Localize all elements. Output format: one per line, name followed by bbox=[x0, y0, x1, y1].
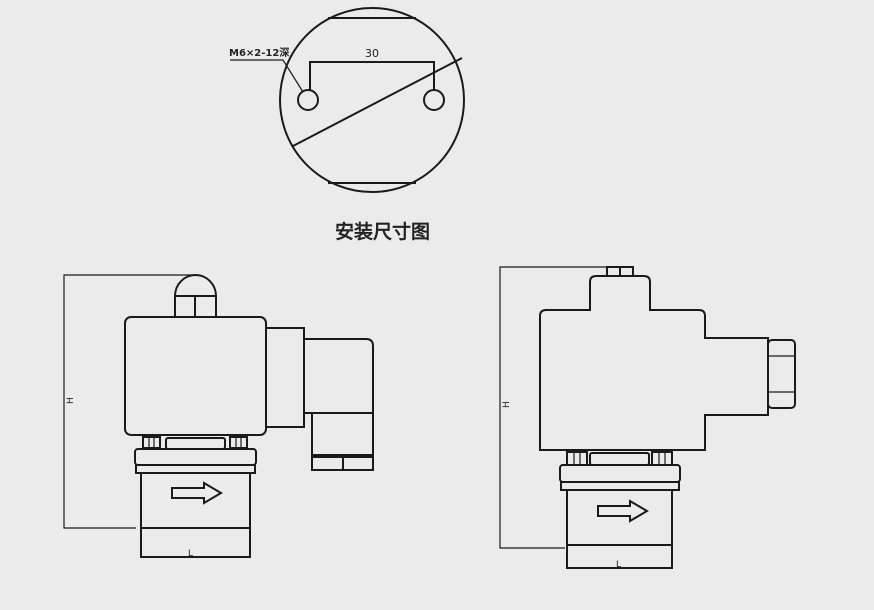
thread-leader bbox=[230, 59, 304, 93]
right-valve-drawing: H L bbox=[499, 266, 796, 570]
cable-gland bbox=[767, 339, 796, 409]
height-label: H bbox=[66, 397, 76, 404]
height-dimension bbox=[499, 266, 606, 549]
thread-label: M6×2-12深 bbox=[229, 46, 289, 59]
left-valve-drawing: H L bbox=[63, 274, 374, 559]
valve-body bbox=[566, 489, 673, 569]
drawing-title: 安装尺寸图 bbox=[335, 220, 430, 243]
mounting-hole-left bbox=[297, 89, 319, 111]
spacing-label: 30 bbox=[365, 47, 379, 60]
valve-body bbox=[140, 472, 251, 558]
coil-housing bbox=[539, 275, 769, 451]
height-label: H bbox=[502, 401, 512, 408]
spacing-dimension bbox=[309, 61, 435, 90]
mounting-detail-circle: M6×2-12深 30 bbox=[229, 7, 465, 193]
flow-arrow-icon bbox=[597, 499, 649, 523]
flow-arrow-icon bbox=[171, 481, 223, 505]
mounting-hole-right bbox=[423, 89, 445, 111]
length-label: L bbox=[616, 560, 621, 570]
din-connector bbox=[303, 338, 374, 414]
height-dimension bbox=[63, 274, 196, 529]
coil bbox=[124, 316, 267, 436]
length-label: L bbox=[188, 549, 193, 559]
